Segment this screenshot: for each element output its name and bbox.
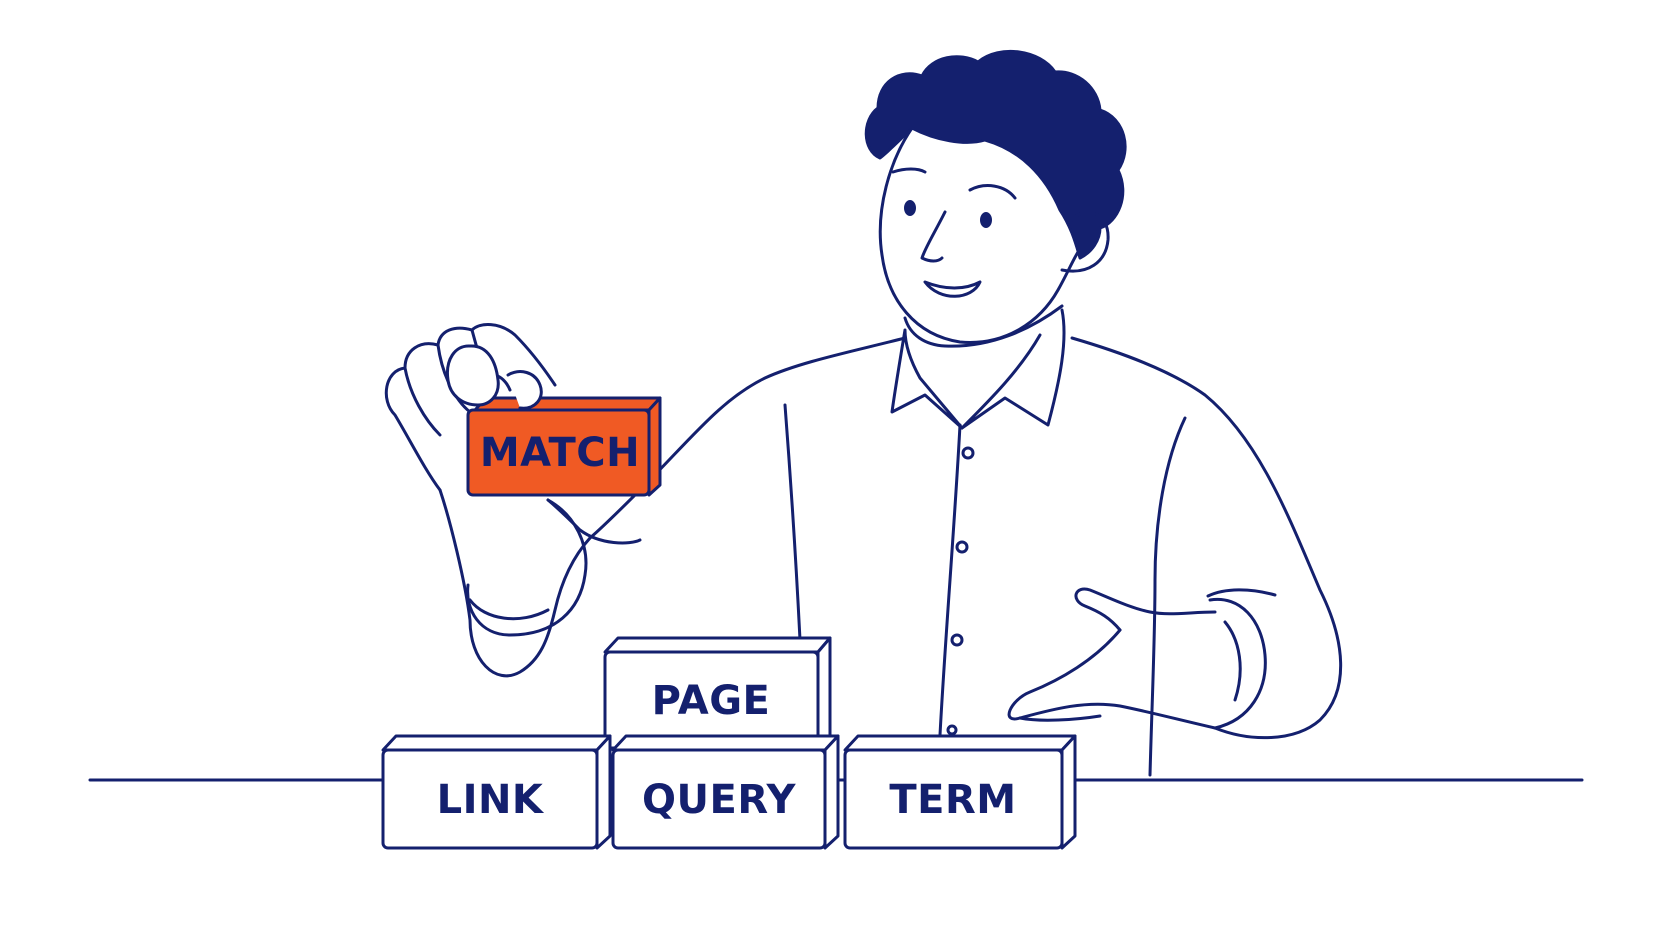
right-hand-palm	[1018, 714, 1102, 722]
nose	[920, 210, 947, 263]
left-arm-inner	[546, 498, 642, 545]
ear	[1060, 210, 1110, 273]
left-cuff	[466, 498, 588, 637]
left-hand-finger-1	[403, 366, 442, 437]
left-cuff-edge	[468, 598, 550, 621]
block-link-face	[381, 748, 599, 850]
shirt-button-1	[961, 446, 975, 460]
eyebrow-left	[891, 167, 927, 174]
right-cuff-back	[1206, 588, 1277, 598]
block-term: TERM	[843, 734, 1077, 850]
block-link-label: LINK	[437, 777, 545, 823]
block-match-face	[466, 408, 651, 497]
mouth	[923, 280, 982, 298]
block-match-label: MATCH	[480, 430, 640, 476]
person	[384, 49, 1343, 777]
block-match: MATCH	[466, 396, 662, 497]
left-arm-outer	[438, 488, 592, 678]
block-term-side	[1060, 734, 1077, 850]
collar-right	[960, 308, 1066, 430]
ear-inner	[1078, 228, 1095, 248]
block-query-face	[611, 748, 827, 850]
neck	[903, 304, 1064, 348]
face	[878, 126, 1080, 344]
shirt-button-4	[946, 724, 958, 736]
right-cuff-inner	[1223, 620, 1242, 702]
block-term-top	[843, 734, 1077, 752]
block-query: QUERY	[611, 734, 840, 850]
right-forearm	[1007, 628, 1217, 730]
shirt-button-3	[950, 633, 964, 647]
right-hand-fingers	[1074, 587, 1217, 632]
block-query-label: QUERY	[642, 777, 796, 823]
left-hand-front-fingers	[445, 344, 500, 407]
right-cuff	[1208, 597, 1267, 730]
left-hand-thumb-front	[506, 370, 543, 410]
block-query-side	[823, 734, 840, 850]
block-link: LINK	[381, 734, 612, 850]
block-match-top	[473, 396, 662, 412]
shirt-placket	[938, 423, 962, 737]
shirt-button-2	[955, 540, 969, 554]
block-page: PAGE	[603, 636, 832, 750]
eye-right	[980, 212, 992, 228]
eyebrow-right	[968, 184, 1017, 200]
shirt-left-side	[783, 403, 802, 642]
shirt-right-shoulder	[1070, 336, 1343, 740]
block-link-top	[381, 734, 612, 752]
collar-left	[890, 328, 964, 430]
block-page-top	[603, 636, 832, 654]
block-term-label: TERM	[889, 777, 1016, 823]
block-query-top	[611, 734, 840, 752]
block-match-side	[647, 396, 662, 497]
block-page-side	[816, 636, 832, 750]
hair	[864, 49, 1127, 260]
block-link-side	[595, 734, 612, 850]
shirt-torso	[588, 336, 907, 540]
eye-left	[904, 200, 916, 216]
block-term-face	[843, 748, 1064, 850]
block-page-label: PAGE	[652, 678, 771, 724]
shirt-right-side	[1148, 416, 1187, 777]
